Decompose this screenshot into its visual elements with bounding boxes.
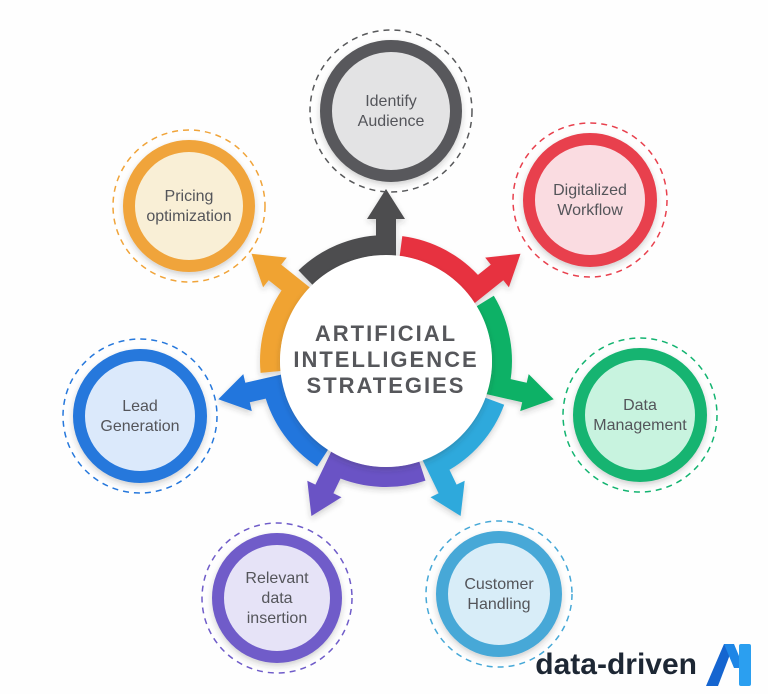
node-circle-digitalized-workflow [523, 133, 657, 267]
brand-logo: data-driven [535, 644, 752, 686]
node-label-lead-generation: Lead [122, 398, 158, 415]
node-label-identify-audience: Identify [365, 93, 417, 110]
node-label-customer-handling: Handling [467, 596, 530, 613]
node-dashed-border-relevant-data-insertion [201, 522, 353, 674]
spoke-arrow-data-management-icon [483, 373, 554, 412]
brand-name: data-driven [535, 648, 697, 681]
node-dashed-border-data-management [562, 337, 718, 493]
node-circle-pricing-optimization [123, 140, 255, 272]
spoke-arc-identify-audience [298, 235, 383, 285]
node-label-customer-handling: Customer [464, 576, 534, 593]
spoke-arc-data-management [476, 295, 512, 385]
node-circle-data-management [573, 348, 707, 482]
spoke-pricing-optimization [251, 253, 313, 373]
center-title: ARTIFICIAL INTELLIGENCE STRATEGIES [293, 321, 478, 398]
spoke-identify-audience [298, 189, 405, 285]
spoke-arrow-identify-audience-icon [367, 189, 405, 259]
node-circle-customer-handling [436, 531, 562, 657]
ai-monogram-left-stroke [706, 644, 734, 686]
node-label-pricing-optimization: Pricing [165, 188, 214, 205]
node-dashed-border-customer-handling [425, 520, 573, 668]
node-label-digitalized-workflow: Workflow [557, 202, 623, 219]
node-pricing-optimization: Pricing optimization [112, 129, 266, 283]
spoke-arc-digitalized-workflow [399, 236, 482, 293]
node-circle-relevant-data-insertion [212, 533, 342, 663]
ai-monogram-icon [706, 644, 751, 686]
center-circle [280, 255, 492, 467]
center-title-line: INTELLIGENCE [293, 347, 478, 372]
spoke-relevant-data-insertion [307, 448, 426, 516]
ai-monogram-bar [739, 644, 751, 686]
spoke-arrow-digitalized-workflow-icon [459, 253, 521, 306]
node-circle-identify-audience [320, 40, 462, 182]
spoke-customer-handling [421, 397, 505, 516]
node-label-relevant-data-insertion: Relevant [245, 570, 309, 587]
node-label-data-management: Data [623, 397, 657, 414]
spoke-arrow-customer-handling-icon [421, 448, 465, 516]
spoke-data-management [476, 295, 554, 412]
node-label-relevant-data-insertion: insertion [247, 610, 307, 627]
node-dashed-border-lead-generation [62, 338, 218, 494]
node-label-pricing-optimization: optimization [146, 208, 231, 225]
spoke-lead-generation [218, 373, 328, 467]
node-dashed-border-pricing-optimization [112, 129, 266, 283]
node-circle-lead-generation [73, 349, 207, 483]
spoke-digitalized-workflow [399, 236, 521, 306]
node-dashed-border-identify-audience [309, 29, 473, 193]
spoke-arc-customer-handling [435, 397, 505, 473]
spoke-arc-pricing-optimization [260, 285, 301, 373]
node-label-data-management: Management [593, 417, 687, 434]
spoke-arrow-lead-generation-icon [218, 373, 289, 412]
spoke-arrow-relevant-data-insertion-icon [307, 448, 351, 516]
nodes-layer: IdentifyAudienceDigitalizedWorkflowDataM… [62, 29, 718, 674]
center-title-line: ARTIFICIAL [315, 321, 457, 346]
spoke-arrow-pricing-optimization-icon [251, 253, 313, 306]
node-relevant-data-insertion: Relevant data insertion [201, 522, 353, 674]
center-title-line: STRATEGIES [307, 373, 466, 398]
node-label-digitalized-workflow: Digitalized [553, 182, 627, 199]
spokes-layer [218, 189, 554, 516]
node-label-relevant-data-insertion: data [261, 590, 292, 607]
node-label-lead-generation: Generation [100, 418, 179, 435]
node-label-identify-audience: Audience [358, 113, 425, 130]
spoke-arc-lead-generation [264, 388, 328, 467]
node-dashed-border-digitalized-workflow [512, 122, 668, 278]
spoke-arc-relevant-data-insertion [335, 458, 426, 487]
